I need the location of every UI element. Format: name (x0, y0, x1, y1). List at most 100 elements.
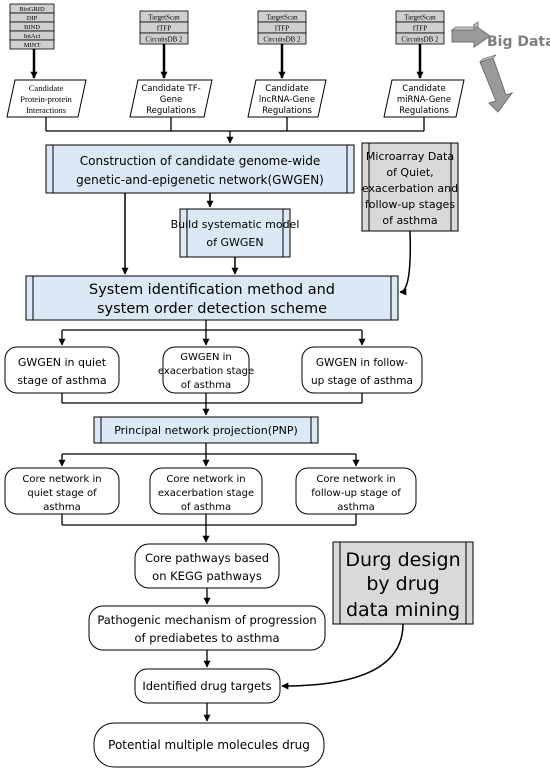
db-stack-tf: TargetScan ITFP CircuitsDB 2 (139, 10, 189, 45)
gwgen-exacerbation-box: GWGEN in exacerbation stage of asthma (158, 346, 254, 394)
microarray-box: Microarray Data of Quiet, exacerbation a… (361, 142, 459, 232)
candidate-line: Gene (160, 95, 182, 105)
drug-design-line: by drug (366, 573, 439, 595)
candidate-line: Regulations (262, 106, 312, 116)
pnp-label: Principal network projection(PNP) (114, 424, 298, 437)
core-network-line: asthma (337, 502, 374, 513)
construction-box: Construction of candidate genome-wide ge… (45, 144, 355, 194)
db-label: TargetScan (266, 14, 298, 22)
core-network-followup-box: Core network in follow-up stage of asthm… (295, 467, 417, 515)
db-cell: CircuitsDB 2 (139, 32, 189, 45)
potential-drug-box: Potential multiple molecules drug (93, 722, 325, 768)
gwgen-line: GWGEN in (180, 352, 231, 363)
db-cell: BioGRID (9, 3, 55, 14)
db-cell: CircuitsDB 2 (395, 32, 445, 45)
gwgen-line: exacerbation stage (158, 366, 254, 377)
core-network-line: exacerbation stage (158, 488, 254, 499)
candidate-line: lncRNA-Gene (259, 95, 315, 105)
db-cell: TargetScan (139, 10, 189, 23)
db-stack-lncrna: TargetScan ITFP CircuitsDB 2 (257, 10, 307, 45)
db-label: CircuitsDB 2 (263, 36, 301, 44)
core-network-line: of asthma (181, 502, 231, 513)
gwgen-line: stage of asthma (17, 374, 106, 387)
core-network-line: Core network in (316, 474, 395, 485)
drug-design-line: data mining (346, 599, 460, 621)
candidate-line: Regulations (146, 106, 196, 116)
candidate-lncrna: Candidate lncRNA-Gene Regulations (247, 79, 327, 118)
candidate-line: miRNA-Gene (397, 95, 451, 105)
db-cell: IntAct (9, 30, 55, 41)
db-label: ITFP (275, 25, 290, 33)
candidate-mirna: Candidate miRNA-Gene Regulations (383, 79, 465, 118)
db-label: DIP (27, 15, 38, 22)
candidate-line: Regulations (399, 106, 449, 116)
db-label: IntAct (24, 33, 41, 40)
potential-drug-label: Potential multiple molecules drug (108, 738, 310, 752)
gwgen-line: of asthma (181, 380, 231, 391)
db-label: CircuitsDB 2 (401, 36, 439, 44)
build-model-line: of GWGEN (206, 236, 263, 249)
microarray-line: of Quiet, (386, 166, 433, 179)
core-network-line: follow-up stage of (311, 488, 401, 499)
big-data-arrow-icon (450, 21, 514, 113)
core-pathways-line: on KEGG pathways (152, 569, 262, 583)
db-label: BIND (24, 24, 40, 31)
microarray-line: of asthma (382, 214, 437, 227)
db-cell: MINT (9, 39, 55, 50)
candidate-line: Protein-protein (20, 94, 72, 104)
pathogenic-line: Pathogenic mechanism of progression (97, 613, 316, 627)
db-stack-ppi: BioGRID DIP BIND IntAct MINT (9, 3, 55, 50)
db-cell: DIP (9, 12, 55, 23)
system-id-line: system order detection scheme (97, 301, 327, 317)
build-model-line: Build systematic model (171, 218, 300, 231)
candidate-ppi: Candidate Protein-protein Interactions (6, 79, 87, 118)
microarray-line: exacerbation and (362, 182, 458, 195)
drug-targets-label: Identified drug targets (142, 679, 271, 693)
big-data-label: Big Data (487, 34, 550, 50)
candidate-line: Candidate (265, 84, 308, 94)
candidate-line: Candidate (402, 84, 445, 94)
db-cell: ITFP (257, 21, 307, 34)
db-label: BioGRID (19, 6, 45, 13)
microarray-line: Microarray Data (366, 150, 454, 163)
pathogenic-mechanism-box: Pathogenic mechanism of progression of p… (88, 605, 326, 651)
candidate-line: Candidate TF- (141, 84, 200, 94)
gwgen-quiet-box: GWGEN in quiet stage of asthma (4, 346, 120, 394)
core-network-exacerbation-box: Core network in exacerbation stage of as… (149, 467, 263, 515)
system-id-line: System identification method and (89, 282, 335, 298)
db-label: ITFP (157, 25, 172, 33)
db-cell: BIND (9, 21, 55, 32)
candidate-line: Candidate (29, 83, 64, 93)
core-network-line: Core network in (166, 474, 245, 485)
db-cell: TargetScan (257, 10, 307, 23)
db-cell: ITFP (395, 21, 445, 34)
pnp-box: Principal network projection(PNP) (93, 416, 319, 444)
db-label: ITFP (413, 25, 428, 33)
db-label: MINT (24, 42, 41, 49)
db-cell: ITFP (139, 21, 189, 34)
gwgen-line: up stage of asthma (311, 375, 413, 387)
db-stack-mirna: TargetScan ITFP CircuitsDB 2 (395, 10, 445, 45)
drug-design-line: Durg design (345, 549, 460, 571)
db-cell: TargetScan (395, 10, 445, 23)
microarray-line: follow-up stages (365, 198, 455, 211)
arrow (281, 623, 404, 690)
build-model-box: Build systematic model of GWGEN (171, 208, 300, 258)
db-label: TargetScan (404, 14, 436, 22)
core-pathways-box: Core pathways based on KEGG pathways (134, 543, 280, 589)
candidate-tf: Candidate TF- Gene Regulations (129, 79, 213, 118)
core-network-line: asthma (43, 502, 80, 513)
core-network-quiet-box: Core network in quiet stage of asthma (4, 467, 120, 515)
construction-line: Construction of candidate genome-wide (80, 154, 320, 168)
db-label: TargetScan (148, 14, 180, 22)
drug-targets-box: Identified drug targets (134, 668, 281, 704)
core-pathways-line: Core pathways based (145, 551, 269, 565)
gwgen-line: GWGEN in follow- (316, 357, 408, 369)
db-cell: CircuitsDB 2 (257, 32, 307, 45)
pathogenic-line: of prediabetes to asthma (134, 631, 279, 645)
db-label: CircuitsDB 2 (145, 36, 183, 44)
arrow (399, 230, 412, 296)
candidate-line: Interactions (26, 105, 66, 115)
gwgen-line: GWGEN in quiet (18, 356, 107, 369)
